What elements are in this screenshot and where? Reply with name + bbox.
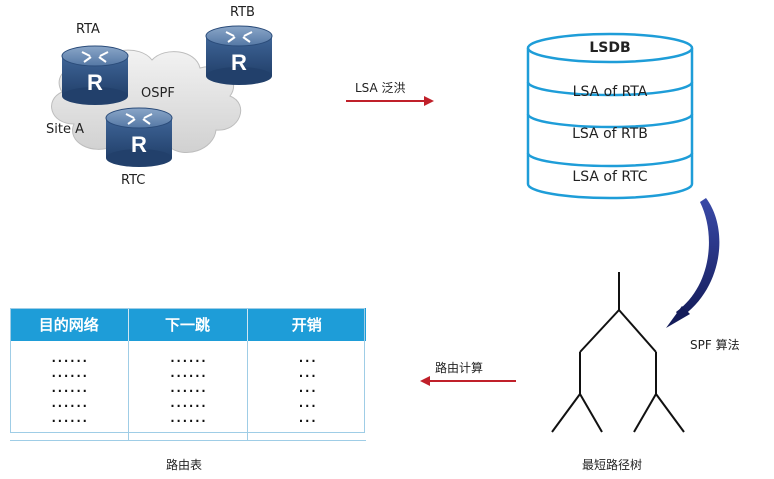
svg-text:R: R xyxy=(131,132,147,157)
spf-label: SPF 算法 xyxy=(690,338,740,352)
router-rta-icon: R xyxy=(61,45,129,105)
router-rtc-icon: R xyxy=(105,107,173,167)
svg-text:R: R xyxy=(231,50,247,75)
destination-cell: ...... ...... ...... ...... ...... xyxy=(50,351,88,425)
routing-table-header: 目的网络 下一跳 开销 xyxy=(10,308,366,341)
lsa-flood-label: LSA 泛洪 xyxy=(355,81,406,95)
lsdb-entry: LSA of RTB xyxy=(572,126,648,142)
routing-table-caption: 路由表 xyxy=(166,458,203,472)
header-destination: 目的网络 xyxy=(10,308,129,341)
svg-text:R: R xyxy=(87,70,103,95)
router-rtc-label: RTC xyxy=(121,173,146,188)
header-cost: 开销 xyxy=(247,308,366,341)
routing-table: 目的网络 下一跳 开销 ...... ...... ...... ...... … xyxy=(10,308,366,441)
site-label: Site A xyxy=(46,122,84,137)
shortest-path-tree-label: 最短路径树 xyxy=(582,458,643,472)
lsdb-entry: LSA of RTC xyxy=(572,169,648,185)
lsdb-entry: LSA of RTA xyxy=(572,84,648,100)
lsdb-title: LSDB xyxy=(589,40,631,56)
table-row: ...... ...... ...... ...... ...... .....… xyxy=(10,341,366,441)
header-next-hop: 下一跳 xyxy=(128,308,248,341)
shortest-path-tree xyxy=(551,272,685,433)
lsa-flood-arrow xyxy=(346,96,434,106)
route-calc-label: 路由计算 xyxy=(435,361,484,375)
ospf-cloud-label: OSPF xyxy=(141,86,175,101)
router-rtb-icon: R xyxy=(205,25,273,85)
lsdb-cylinder xyxy=(526,32,694,200)
router-rtb-label: RTB xyxy=(230,5,255,20)
next-hop-cell: ...... ...... ...... ...... ...... xyxy=(168,351,207,425)
spf-curve-arrow xyxy=(666,198,720,328)
router-rta-label: RTA xyxy=(76,22,100,37)
route-calc-arrow xyxy=(420,376,516,386)
cost-cell: ... ... ... ... ... xyxy=(297,351,317,425)
